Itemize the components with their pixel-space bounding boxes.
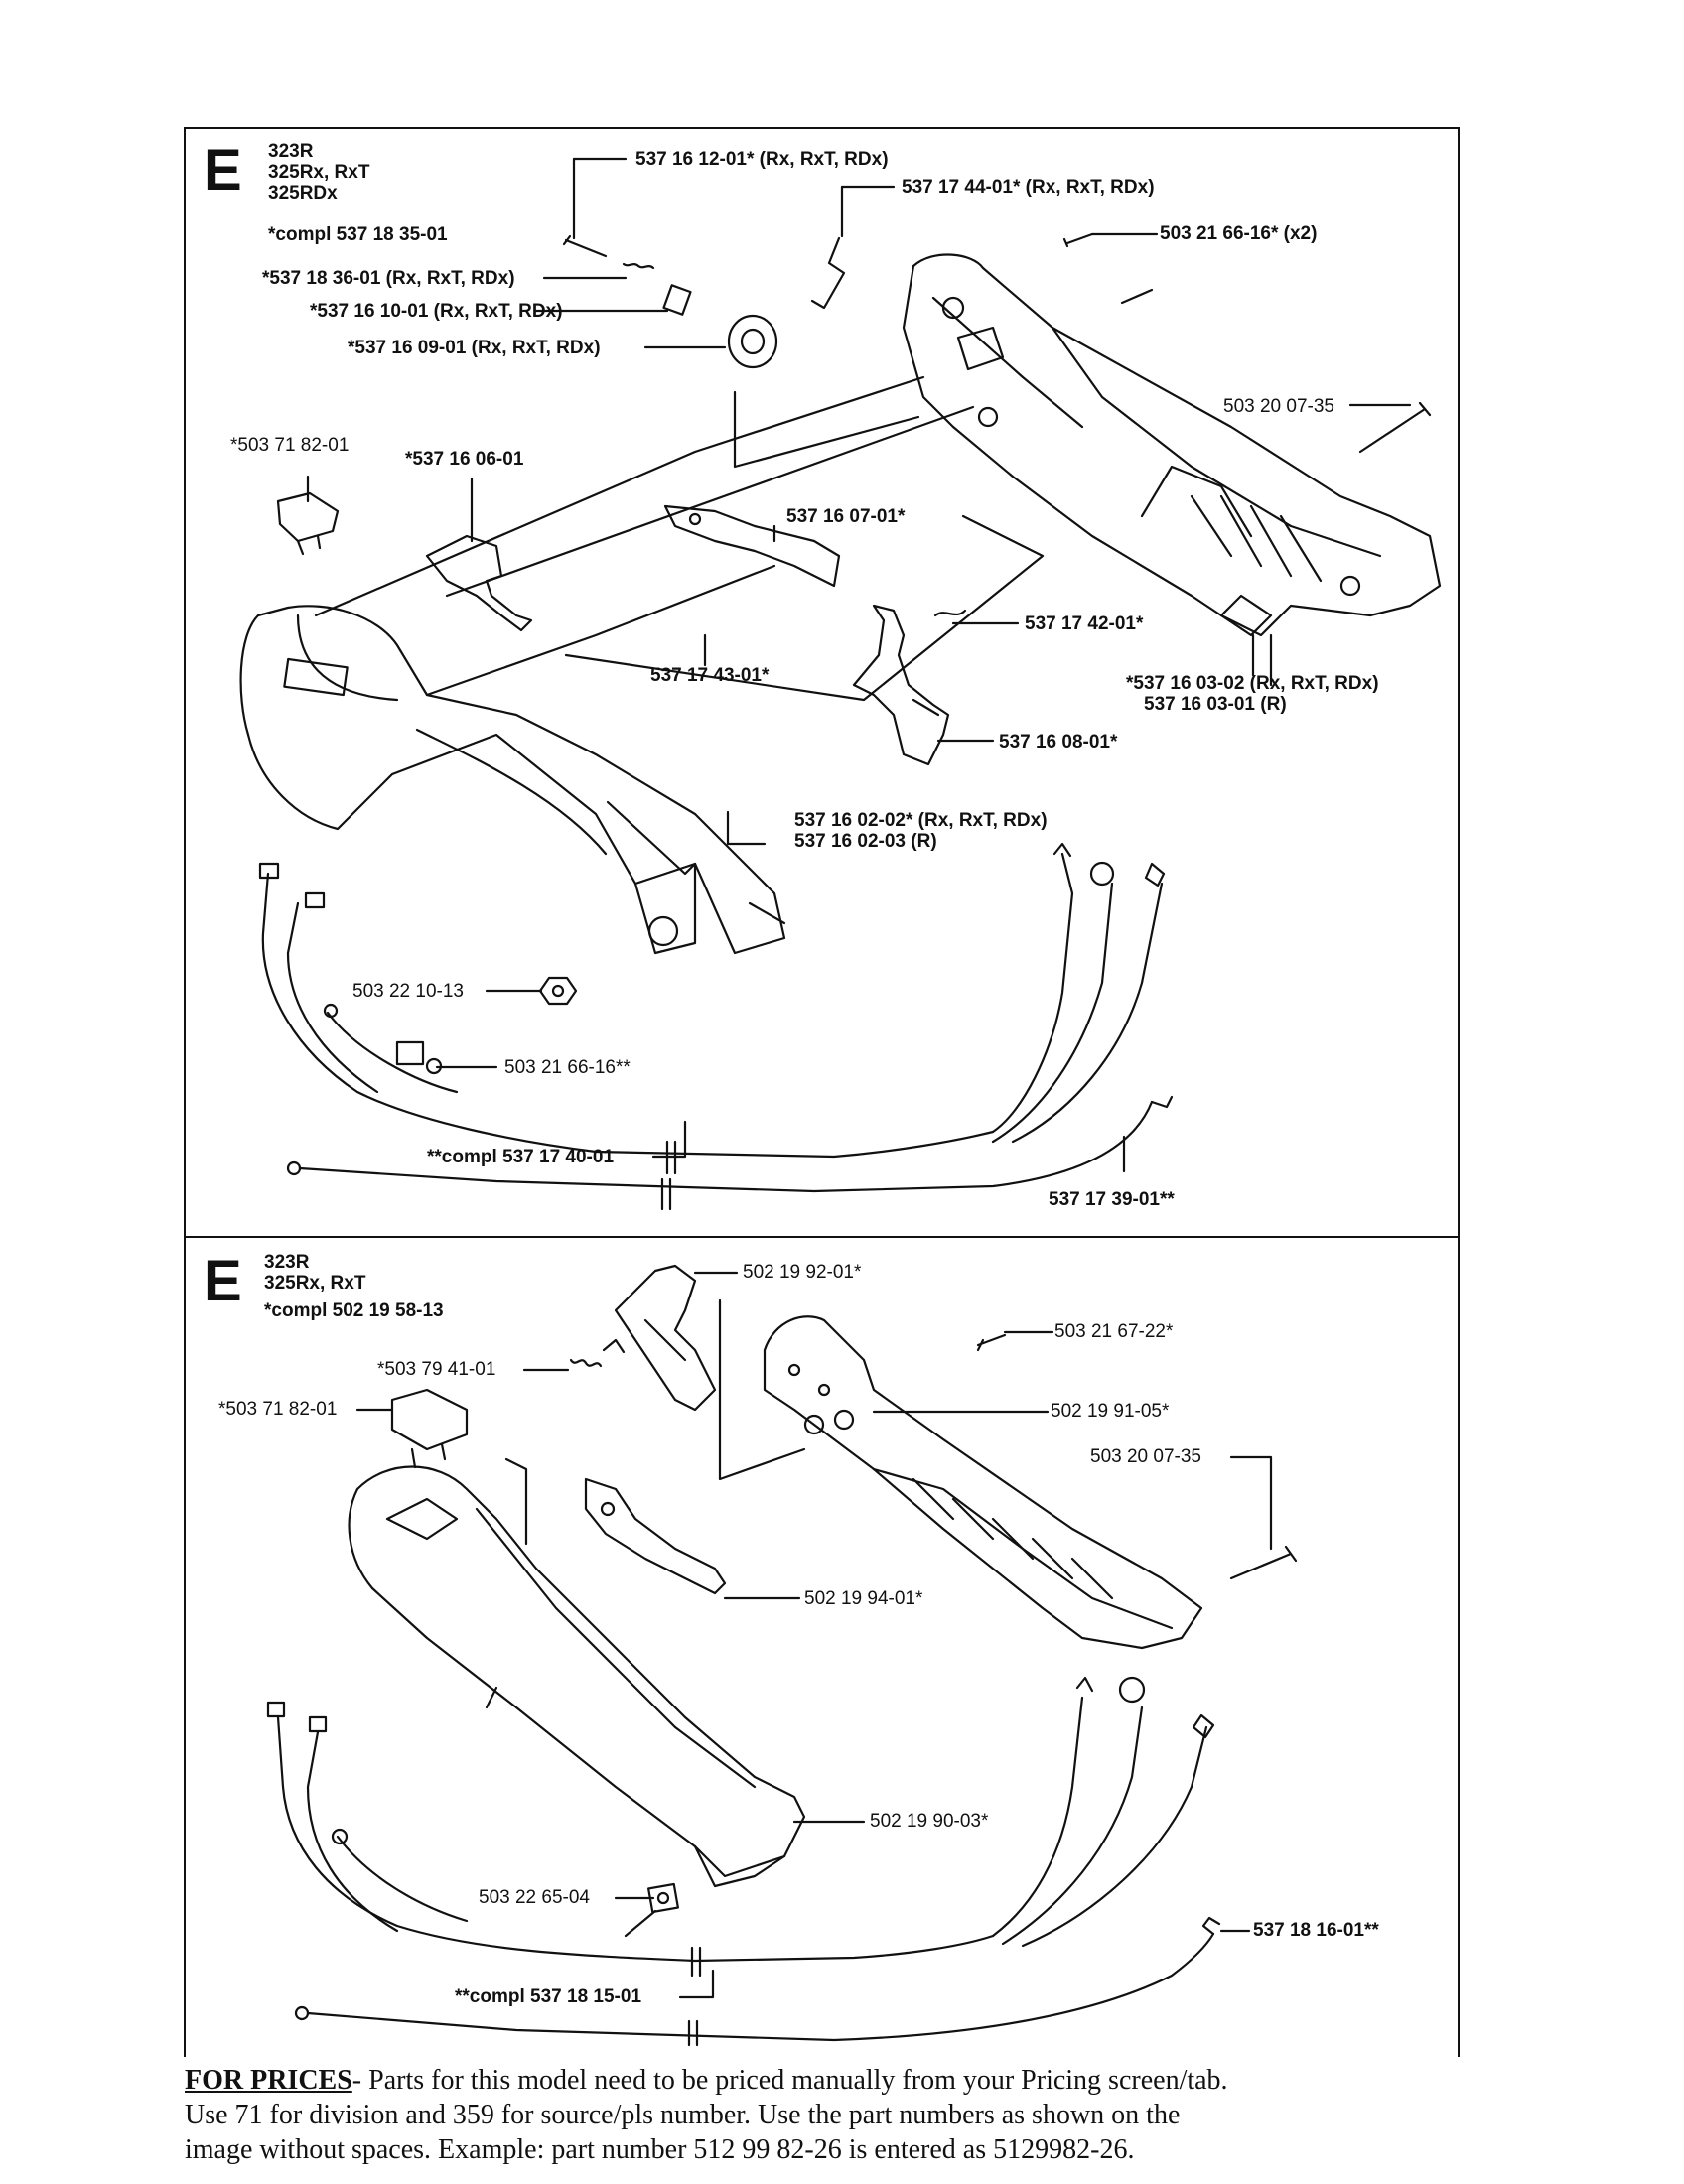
part-label: 503 20 07-35	[1223, 396, 1334, 417]
kit-note-top: *compl 537 18 35-01	[268, 224, 448, 245]
part-label: 537 17 42-01*	[1025, 614, 1144, 634]
part-label: *503 79 41-01	[377, 1359, 496, 1380]
section-letter-top: E	[204, 138, 242, 203]
part-label: *537 16 06-01	[405, 449, 524, 470]
model-list-bottom: 323R 325Rx, RxT	[264, 1252, 366, 1295]
part-label: 503 20 07-35	[1090, 1446, 1201, 1467]
pricing-note-line: Use 71 for division and 359 for source/p…	[185, 2100, 1181, 2130]
part-label: 502 19 90-03*	[870, 1811, 989, 1832]
part-label: *537 16 10-01 (Rx, RxT, RDx)	[310, 301, 563, 322]
part-label: 537 16 02-03 (R)	[794, 831, 937, 852]
part-label: 503 21 66-16**	[504, 1057, 631, 1078]
model-name: 323R	[268, 141, 314, 162]
part-label: 502 19 91-05*	[1051, 1401, 1170, 1422]
part-label: *503 71 82-01	[218, 1399, 338, 1420]
part-label: *537 18 36-01 (Rx, RxT, RDx)	[262, 268, 515, 289]
model-list-top: 323R 325Rx, RxT 325RDx	[268, 141, 370, 205]
part-label: *503 71 82-01	[230, 435, 350, 456]
bottom-panel-frame	[184, 1236, 1460, 2057]
pricing-note-text: - Parts for this model need to be priced…	[351, 2065, 1228, 2096]
part-label: **compl 537 17 40-01	[427, 1147, 615, 1167]
part-label: 503 21 67-22*	[1054, 1321, 1174, 1342]
section-letter-bottom: E	[204, 1249, 242, 1313]
part-label: 503 22 10-13	[352, 981, 464, 1002]
part-label: 537 17 44-01* (Rx, RxT, RDx)	[902, 177, 1155, 198]
part-label: *537 16 09-01 (Rx, RxT, RDx)	[348, 338, 601, 358]
part-label: 503 21 66-16* (x2)	[1160, 223, 1318, 244]
part-label: 537 16 02-02* (Rx, RxT, RDx)	[794, 810, 1048, 831]
part-label: 537 17 39-01**	[1049, 1189, 1175, 1210]
part-label: 537 16 08-01*	[999, 732, 1118, 752]
model-name: 325Rx, RxT	[268, 161, 370, 183]
part-label: 537 17 43-01*	[650, 665, 770, 686]
model-name: 325Rx, RxT	[264, 1272, 366, 1294]
pricing-note-line: image without spaces. Example: part numb…	[185, 2134, 1135, 2165]
part-label: 503 22 65-04	[479, 1887, 590, 1908]
part-label: 537 18 16-01**	[1253, 1920, 1379, 1941]
kit-note-bottom: *compl 502 19 58-13	[264, 1300, 444, 1321]
part-label: 502 19 92-01*	[743, 1262, 862, 1283]
pricing-note-line: FOR PRICES- Parts for this model need to…	[185, 2063, 1475, 2098]
model-name: 323R	[264, 1252, 310, 1273]
part-label: **compl 537 18 15-01	[455, 1986, 642, 2007]
part-label: *537 16 03-02 (Rx, RxT, RDx)	[1126, 673, 1379, 694]
part-label: 537 16 07-01*	[786, 506, 906, 527]
pricing-note-heading: FOR PRICES	[185, 2065, 352, 2096]
part-label: 537 16 12-01* (Rx, RxT, RDx)	[635, 149, 889, 170]
part-label: 537 16 03-01 (R)	[1144, 694, 1287, 715]
pricing-note: FOR PRICES- Parts for this model need to…	[185, 2063, 1475, 2167]
model-name: 325RDx	[268, 182, 338, 204]
part-label: 502 19 94-01*	[804, 1588, 923, 1609]
